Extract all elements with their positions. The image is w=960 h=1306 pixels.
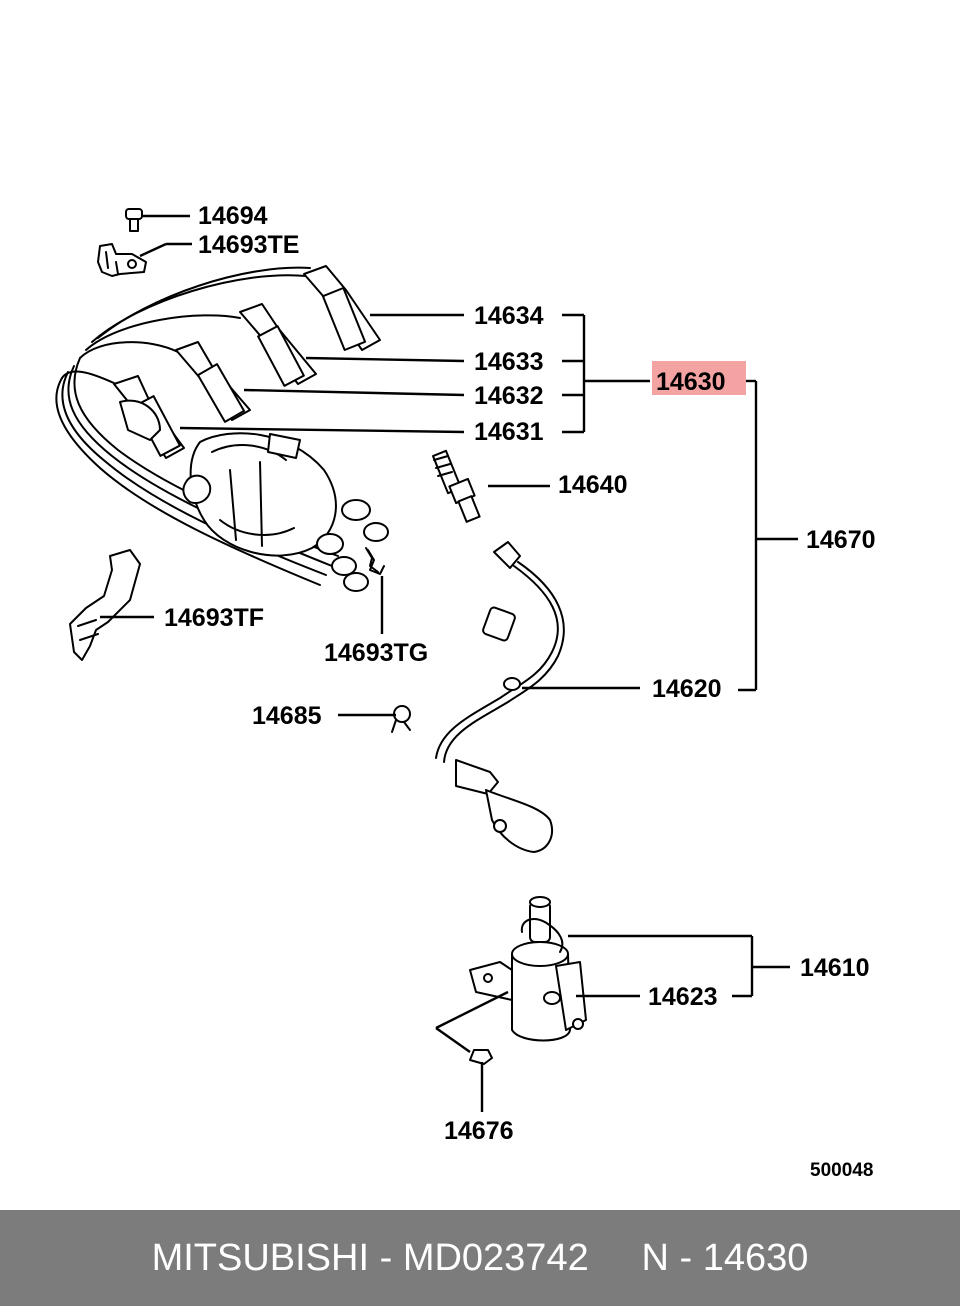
label-14632[interactable]: 14632 [474,382,544,410]
highlight-box [652,361,746,395]
label-14623[interactable]: 14623 [648,983,718,1011]
footer-bar: MITSUBISHI - MD023742 N - 14630 [0,1210,960,1306]
label-14640[interactable]: 14640 [558,471,628,499]
footer-ref-prefix: N [641,1236,669,1279]
label-14620[interactable]: 14620 [652,675,722,703]
label-14693tg[interactable]: 14693TG [324,639,428,667]
terminal-caps-drawing [316,499,389,592]
label-14694[interactable]: 14694 [198,202,268,230]
clamp-tf-drawing [69,549,141,661]
label-14685[interactable]: 14685 [252,702,322,730]
label-14676[interactable]: 14676 [444,1117,514,1145]
label-14610[interactable]: 14610 [800,954,870,982]
diagram-code: 500048 [810,1160,873,1181]
clamp-te-drawing [97,243,147,277]
clamp-tg-drawing [367,549,385,575]
footer-part-number: MD023742 [402,1236,589,1279]
footer-gap [589,1237,642,1280]
label-14693tf[interactable]: 14693TF [164,604,264,632]
bolt-drawing [125,208,143,232]
distributor-drawing [119,399,337,557]
label-14693te[interactable]: 14693TE [198,231,299,259]
ignition-coil-drawing [469,896,587,1042]
label-14630[interactable]: 14630 [656,368,726,396]
plug-boot-14634 [303,265,381,352]
leader-lines [100,214,798,1112]
screw-drawing [469,1049,493,1065]
label-14631[interactable]: 14631 [474,418,544,446]
label-14634[interactable]: 14634 [474,302,544,330]
coil-wire-drawing [435,541,565,853]
spark-plug-drawing [432,449,481,523]
footer-separator-2: - [668,1236,703,1279]
footer-brand: MITSUBISHI [151,1236,370,1279]
plug-boot-14632 [175,341,251,423]
footer-separator: - [369,1236,403,1279]
grommet-drawing [391,705,411,733]
label-14633[interactable]: 14633 [474,348,544,376]
footer-ref-number: 14630 [702,1236,809,1279]
parts-diagram: 14694 14693TE 14634 14633 14632 14631 14… [55,202,876,1181]
plug-boot-14633 [239,303,317,387]
label-14670[interactable]: 14670 [806,526,876,554]
